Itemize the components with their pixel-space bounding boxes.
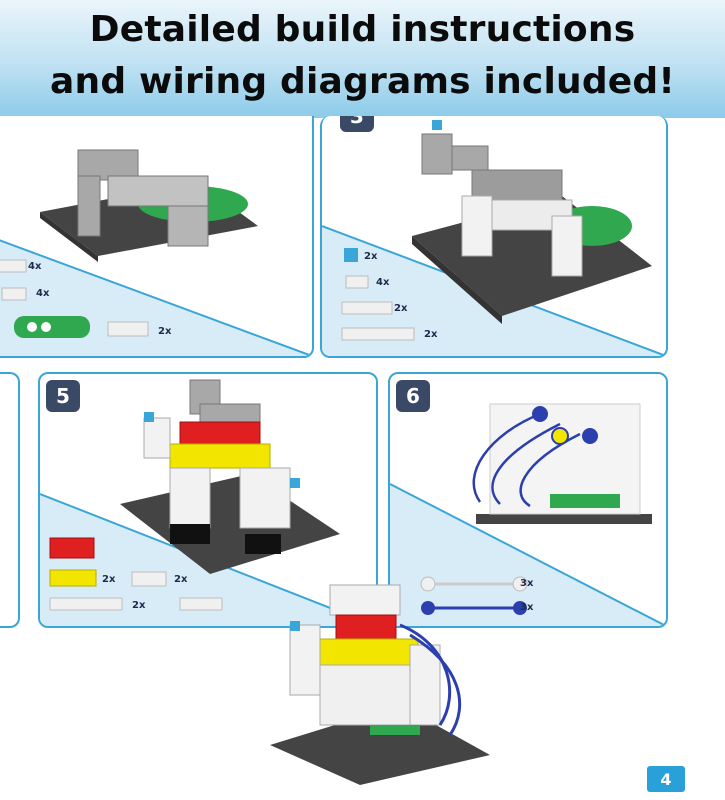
step-number-badge: 3 — [340, 116, 374, 132]
step-3-model-illustration — [412, 120, 652, 324]
step-6-wiring-illustration — [472, 403, 652, 524]
part-brick-4x — [0, 259, 27, 273]
page-number: 4 — [647, 766, 685, 792]
part-qty-label: 4x — [376, 277, 390, 288]
part-qty-label: 4x — [36, 288, 50, 299]
part-qty-label: 2x — [424, 329, 438, 340]
part-brick-2x — [341, 327, 415, 341]
banner-title-line-2: and wiring diagrams included! — [50, 61, 675, 102]
part-qty-label: 2x — [394, 303, 408, 314]
part-yellow-brick — [49, 569, 97, 587]
step-panel-3: 3 2x 4x 2x 2x — [320, 116, 668, 358]
part-brick — [179, 597, 223, 611]
part-blue-brick — [344, 248, 358, 262]
header-banner: Detailed build instructions and wiring d… — [0, 0, 725, 118]
step-panel-4-fragment — [0, 372, 20, 628]
step-panel-1: 4x 4x 2x — [0, 116, 314, 358]
part-qty-label: 2x — [158, 326, 172, 337]
part-qty-label: 3x — [520, 578, 534, 589]
part-brick-4x — [345, 275, 369, 289]
part-brick-2x — [131, 571, 167, 587]
part-qty-label: 4x — [28, 261, 42, 272]
part-brick-2x — [341, 301, 393, 315]
step-5-model-illustration — [120, 379, 340, 574]
part-pcb-board — [14, 316, 90, 338]
banner-title-line-1: Detailed build instructions — [89, 9, 636, 50]
step-1-model-illustration — [40, 149, 258, 262]
part-qty-label: 2x — [132, 600, 146, 611]
part-qty-label: 3x — [520, 602, 534, 613]
final-model-illustration — [270, 584, 490, 785]
part-red-brick — [49, 537, 95, 559]
part-qty-label: 2x — [174, 574, 188, 585]
step-panel-6: 6 3x 3x — [388, 372, 668, 628]
step-panel-5: 5 2x 2x 2x — [38, 372, 378, 628]
part-blue-wire — [421, 601, 527, 615]
part-qty-label: 2x — [364, 251, 378, 262]
parts-area-background — [390, 483, 666, 626]
part-brick-4x — [1, 287, 27, 301]
step-number-badge: 5 — [46, 380, 80, 412]
part-brick-2x — [49, 597, 123, 611]
part-brick-2x — [107, 321, 149, 337]
step-number-badge: 6 — [396, 380, 430, 412]
part-white-wire — [420, 576, 528, 592]
part-qty-label: 2x — [102, 574, 116, 585]
